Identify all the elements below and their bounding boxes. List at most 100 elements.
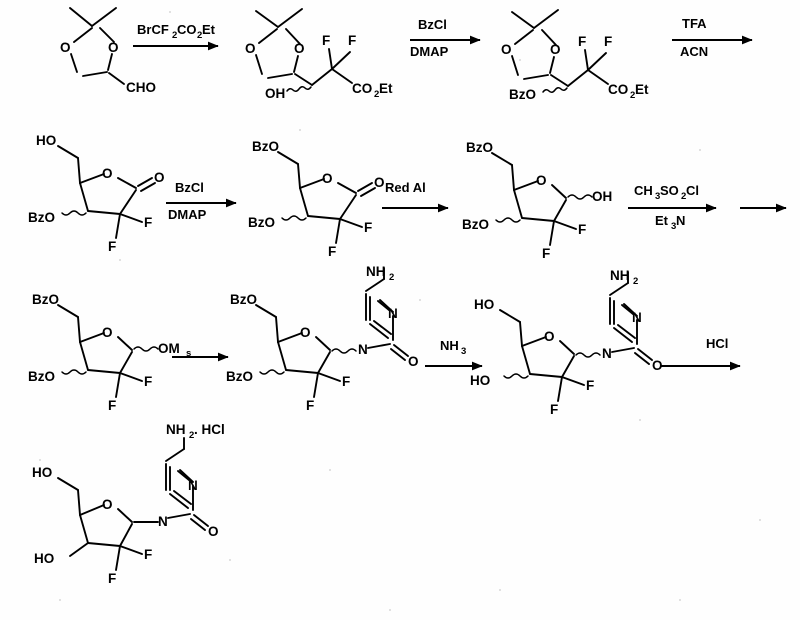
atom-label-Et: Et — [635, 82, 649, 97]
reagent-step6-bottom-tail: N — [676, 213, 685, 228]
atom-label-F: F — [144, 215, 152, 230]
reagent-step6-bottom-sub: 3 — [671, 221, 676, 232]
atom-label-O-carbonyl: O — [652, 358, 663, 373]
atom-label-O: O — [294, 41, 305, 56]
atom-label-F: F — [550, 402, 558, 417]
reaction-arrow-step6: CH 3 SO 2 Cl Et 3 N — [628, 183, 787, 232]
atom-label-F: F — [348, 33, 356, 48]
atom-label-F: F — [144, 547, 152, 562]
reagent-step1-main2: CO — [177, 22, 197, 37]
atom-label-BzO: BzO — [466, 140, 493, 155]
reagent-step4-top: BzCl — [175, 180, 204, 195]
reagent-step4-bottom: DMAP — [168, 207, 207, 222]
reagent-step3-top: TFA — [682, 16, 707, 31]
reagent-step2-top: BzCl — [418, 17, 447, 32]
reagent-step6-bottom-main: Et — [655, 213, 669, 228]
atom-label-HO: HO — [474, 297, 494, 312]
atom-label-F: F — [364, 220, 372, 235]
reaction-arrow-step2: BzCl DMAP — [410, 17, 481, 59]
atom-label-O: O — [245, 41, 256, 56]
atom-label-N3: N — [632, 310, 642, 325]
atom-label-CHO: CHO — [126, 80, 156, 95]
structure-dibenzoyl-lactone: BzO O O BzO F F — [248, 139, 385, 259]
atom-label-N1: N — [358, 342, 368, 357]
atom-label-N1: N — [158, 514, 168, 529]
atom-label-NH2: NH — [366, 264, 386, 279]
atom-label-F: F — [144, 374, 152, 389]
reagent-step5-top: Red Al — [385, 180, 426, 195]
atom-label-O: O — [544, 329, 555, 344]
reagent-step1-sub: 2 — [172, 30, 177, 41]
atom-label-OH: OH — [592, 189, 612, 204]
atom-label-HCl-salt: . HCl — [194, 422, 225, 437]
atom-label-O: O — [60, 40, 71, 55]
atom-label-BzO: BzO — [509, 87, 536, 102]
atom-label-HO: HO — [32, 465, 52, 480]
atom-label-O: O — [102, 497, 113, 512]
atom-label-N1: N — [602, 346, 612, 361]
reagent-step1-sub2: 2 — [197, 30, 202, 41]
atom-label-F: F — [322, 33, 330, 48]
atom-label-F: F — [578, 34, 586, 49]
atom-label-F: F — [586, 378, 594, 393]
atom-label-F: F — [108, 239, 116, 254]
reagent-step6-sub: 3 — [655, 191, 660, 202]
atom-label-CO: CO — [608, 82, 628, 97]
atom-label-NH2-sub: 2 — [633, 276, 638, 287]
atom-label-O: O — [536, 173, 547, 188]
atom-label-CO: CO — [352, 81, 372, 96]
atom-label-NH2: NH — [166, 422, 186, 437]
atom-label-F: F — [542, 246, 550, 261]
atom-label-CO2-sub: 2 — [630, 90, 635, 101]
atom-label-NH2-sub: 2 — [389, 272, 394, 283]
atom-label-NH2-sub: 2 — [189, 430, 194, 441]
atom-label-BzO: BzO — [248, 215, 275, 230]
atom-label-O: O — [108, 40, 119, 55]
reaction-arrow-step8: NH 3 — [425, 338, 483, 371]
atom-label-Et: Et — [379, 81, 393, 96]
atom-label-F: F — [306, 398, 314, 413]
reagent-step6-sub2: 2 — [681, 191, 686, 202]
atom-label-O-carbonyl: O — [208, 524, 219, 539]
paper-speckles — [39, 11, 761, 611]
atom-label-NH2: NH — [610, 268, 630, 283]
reagent-step3-bottom: ACN — [680, 44, 708, 59]
atom-label-F: F — [604, 34, 612, 49]
atom-label-OMs-sub: s — [186, 348, 191, 359]
structure-lactone-5-hydroxy: HO O O BzO F F — [28, 133, 165, 254]
reaction-arrow-step9: HCl — [660, 336, 741, 371]
structure-benzoyloxy-difluoro-ester: O O F F BzO CO 2 Et — [501, 9, 649, 102]
atom-label-BzO: BzO — [28, 210, 55, 225]
atom-label-OH: OH — [265, 86, 285, 101]
atom-label-O: O — [102, 325, 113, 340]
reaction-arrow-step4: BzCl DMAP — [166, 180, 237, 222]
reagent-step8-main: NH — [440, 338, 459, 353]
reagent-step6-main: CH — [634, 183, 653, 198]
structure-dioxolane-carbaldehyde: O O CHO — [60, 7, 156, 95]
atom-label-O: O — [102, 166, 113, 181]
atom-label-BzO: BzO — [462, 217, 489, 232]
atom-label-O: O — [550, 42, 561, 57]
atom-label-BzO: BzO — [252, 139, 279, 154]
structure-gemcitabine-hydrochloride: HO O HO F F N N NH 2 . HCl O — [32, 422, 225, 586]
structure-difluororibofuranosyl-mesylate: BzO O OM s BzO F F — [28, 292, 191, 413]
atom-label-O: O — [374, 175, 385, 190]
atom-label-O: O — [501, 42, 512, 57]
atom-label-CO2-sub: 2 — [374, 89, 379, 100]
structure-difluoro-ribofuranose-lactol: BzO O OH BzO F F — [462, 140, 612, 261]
atom-label-F: F — [328, 244, 336, 259]
reaction-arrow-step1: BrCF 2 CO 2 Et — [133, 22, 219, 51]
atom-label-F: F — [342, 374, 350, 389]
reagent-step9-top: HCl — [706, 336, 728, 351]
reagent-step6-main2: SO — [660, 183, 679, 198]
atom-label-BzO: BzO — [230, 292, 257, 307]
reagent-step2-bottom: DMAP — [410, 44, 449, 59]
atom-label-O: O — [300, 325, 311, 340]
atom-label-BzO: BzO — [28, 369, 55, 384]
reaction-arrow-step5: Red Al — [382, 180, 449, 213]
structure-difluoro-hydroxy-ester: O O F F OH CO 2 Et — [245, 8, 393, 101]
reagent-step8-sub: 3 — [461, 346, 466, 357]
atom-label-F: F — [108, 398, 116, 413]
atom-label-BzO: BzO — [32, 292, 59, 307]
